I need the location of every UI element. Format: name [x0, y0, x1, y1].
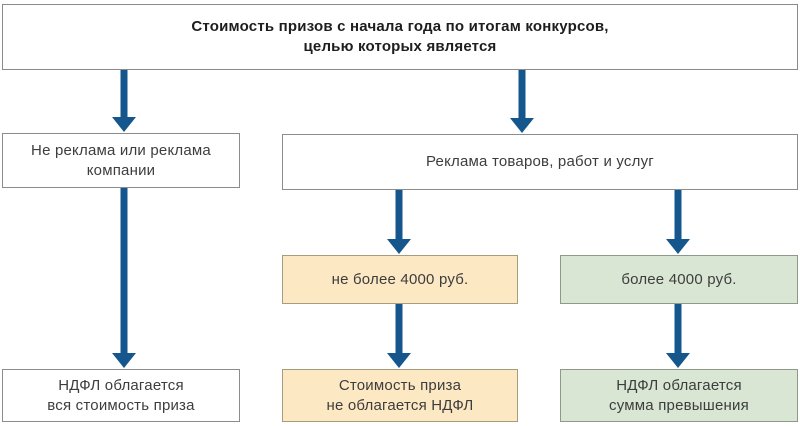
arrow-shaft [395, 304, 403, 355]
arrow-more-to-outcome [666, 304, 690, 368]
title-box: Стоимость призов с начала года по итогам… [2, 4, 798, 70]
arrow-shaft [674, 190, 682, 241]
arrow-shaft [674, 304, 682, 355]
condition-not-more-4000-box: не более 4000 руб. [282, 255, 518, 304]
outcome-text-line: вся стоимость приза [47, 396, 195, 414]
arrow-title-to-right-branch [510, 70, 534, 133]
arrow-head-icon [666, 239, 690, 254]
arrow-shaft [395, 190, 403, 241]
arrow-shaft [518, 70, 526, 120]
outcome-text-line: НДФЛ облагается [58, 376, 184, 394]
arrow-head-icon [112, 353, 136, 368]
outcome-excess-taxed-box: НДФЛ облагается сумма превышения [560, 369, 798, 422]
arrow-title-to-left-branch [112, 70, 136, 132]
arrow-advertising-to-more [666, 190, 690, 254]
outcome-text-line: не облагается НДФЛ [326, 396, 474, 414]
branch-text-line: Реклама товаров, работ и услуг [426, 153, 654, 171]
arrow-shaft [120, 70, 128, 119]
outcome-text-line: сумма превышения [609, 396, 749, 414]
arrow-head-icon [387, 353, 411, 368]
arrow-head-icon [387, 239, 411, 254]
branch-not-advertising-box: Не реклама или реклама компании [2, 133, 240, 188]
arrow-not-more-to-outcome [387, 304, 411, 368]
branch-advertising-box: Реклама товаров, работ и услуг [282, 134, 798, 190]
outcome-not-taxed-box: Стоимость приза не облагается НДФЛ [282, 369, 518, 422]
arrow-left-branch-to-outcome [112, 188, 136, 368]
title-line: целью которых является [303, 38, 497, 55]
condition-text: не более 4000 руб. [331, 270, 469, 288]
condition-more-4000-box: более 4000 руб. [560, 255, 798, 304]
outcome-text-line: Стоимость приза [338, 376, 462, 394]
outcome-full-value-taxed-box: НДФЛ облагается вся стоимость приза [2, 369, 240, 422]
arrow-shaft [120, 188, 128, 355]
title-line: Стоимость призов с начала года по итогам… [191, 18, 609, 36]
condition-text: более 4000 руб. [621, 270, 737, 288]
arrow-head-icon [112, 117, 136, 132]
arrow-head-icon [510, 118, 534, 133]
arrow-head-icon [666, 353, 690, 368]
branch-text-line: компании [86, 161, 156, 179]
outcome-text-line: НДФЛ облагается [616, 376, 742, 394]
branch-text-line: Не реклама или реклама [31, 141, 211, 159]
arrow-advertising-to-not-more [387, 190, 411, 254]
